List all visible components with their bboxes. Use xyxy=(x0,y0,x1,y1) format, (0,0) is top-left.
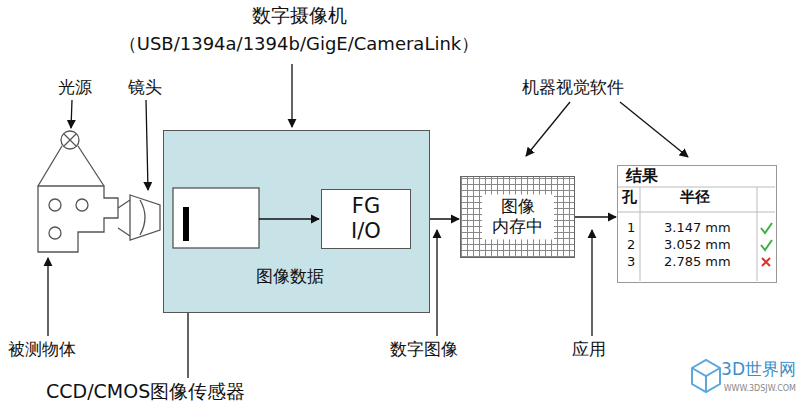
table-cell: 3.147 mm xyxy=(664,221,731,236)
watermark: WWW.3DSJW.COM xyxy=(724,384,796,393)
software-label: 机器视觉软件 xyxy=(522,78,624,98)
data-flow-arrow xyxy=(575,216,616,217)
frame-grabber-box: FG I/O xyxy=(321,189,411,249)
part-name: 被测物体 xyxy=(8,340,76,360)
part-name: 镜头 xyxy=(128,78,162,98)
table-cell: 2.785 mm xyxy=(664,255,731,270)
watermark-logo xyxy=(692,360,720,392)
callout-label: 图像数据 xyxy=(256,267,324,287)
table-title: 结果 xyxy=(626,167,658,185)
part-name: 光源 xyxy=(58,78,92,98)
table-cell: 2 xyxy=(627,238,635,253)
table-cell: 3.052 mm xyxy=(664,238,731,253)
light-source xyxy=(38,131,104,186)
table-header: 半径 xyxy=(680,189,710,206)
measured-object xyxy=(38,186,118,252)
part-name: CCD/CMOS图像传感器 xyxy=(46,381,245,403)
table-cell: 1 xyxy=(627,221,635,236)
watermark: 3D世界网 xyxy=(721,360,796,380)
table-cell: 3 xyxy=(627,255,635,270)
callout-label: 数字图像 xyxy=(390,340,458,360)
callout-label: 应用 xyxy=(572,340,606,360)
table-header: 孔 xyxy=(622,189,637,206)
camera-title: 数字摄像机 xyxy=(44,5,554,27)
camera-interfaces: （USB/1394a/1394b/GigE/CameraLink） xyxy=(44,34,554,55)
image-memory-box: 图像 内存中 xyxy=(460,176,575,258)
box-label: FG I/O xyxy=(351,194,381,244)
box-label: 图像 内存中 xyxy=(482,194,554,239)
leader-arrows xyxy=(48,64,688,378)
lens xyxy=(118,195,160,240)
